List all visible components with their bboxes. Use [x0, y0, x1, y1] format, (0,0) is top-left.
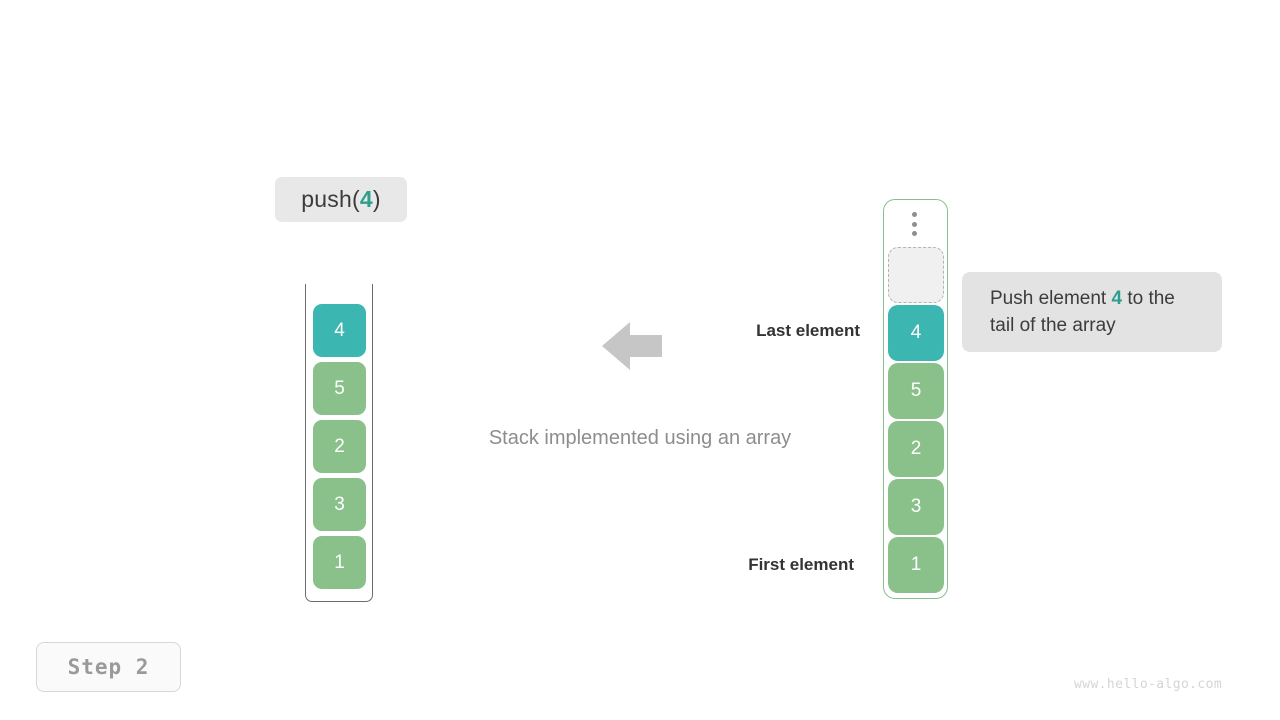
dot: [911, 231, 917, 236]
array-cell: 3: [888, 479, 944, 535]
array-cell-empty: [888, 247, 944, 303]
vertical-dots-icon: [910, 212, 918, 236]
operation-label-argument: 4: [359, 186, 373, 212]
watermark: www.hello-algo.com: [1074, 677, 1223, 692]
stack-cell: 5: [313, 362, 366, 415]
last-element-label: Last element: [756, 321, 860, 340]
array-cell: 4: [888, 305, 944, 361]
dot: [911, 212, 917, 217]
operation-label: push(4): [275, 177, 407, 222]
first-element-label: First element: [748, 555, 854, 574]
stack-cell: 1: [313, 536, 366, 589]
array-cell-list: 4 5 2 3 1: [888, 247, 944, 593]
operation-label-suffix: ): [372, 186, 381, 212]
stack-cell: 2: [313, 420, 366, 473]
annotation-box: Push element 4 to the tail of the array: [962, 272, 1222, 352]
array-cell: 2: [888, 421, 944, 477]
step-badge: Step 2: [36, 642, 181, 692]
left-arrow-icon: [602, 322, 662, 370]
annotation-highlight: 4: [1111, 288, 1123, 309]
operation-label-prefix: push(: [301, 186, 360, 212]
stack-cell: 4: [313, 304, 366, 357]
diagram-caption: Stack implemented using an array: [488, 427, 792, 449]
annotation-text: Push element 4 to the tail of the array: [990, 285, 1194, 339]
annotation-text-after: to the tail of the array: [990, 288, 1175, 336]
stack-cell: 3: [313, 478, 366, 531]
array-cell: 1: [888, 537, 944, 593]
dot: [911, 221, 917, 227]
array-cell: 5: [888, 363, 944, 419]
annotation-text-before: Push element: [990, 288, 1112, 309]
stack-cell-list: 4 5 2 3 1: [313, 304, 366, 589]
stack-container: [305, 284, 373, 602]
array-container: [883, 199, 948, 599]
